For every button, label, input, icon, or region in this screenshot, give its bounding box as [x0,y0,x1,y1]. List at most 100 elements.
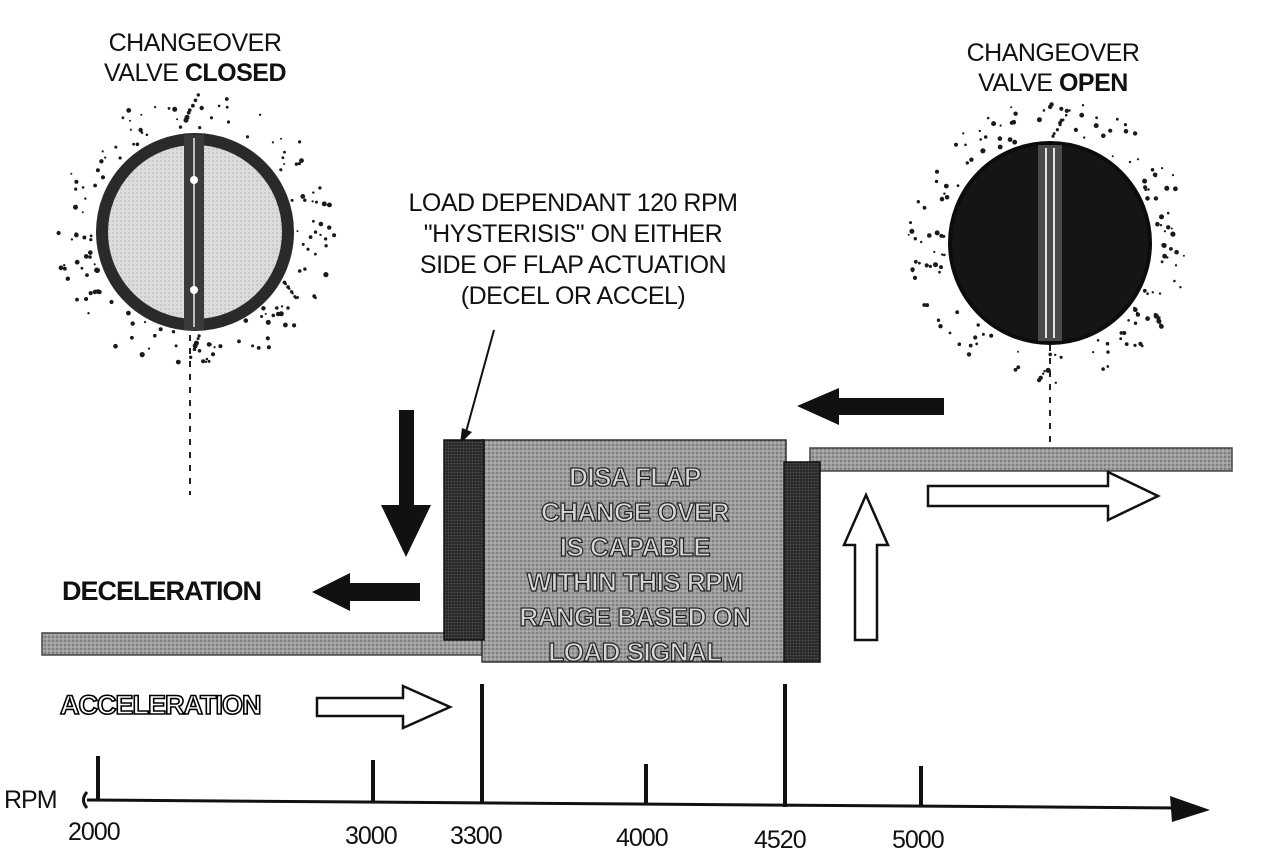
halo-dot [986,116,990,120]
halo-dot [1155,221,1160,227]
halo-dot [1013,111,1018,116]
halo-dot [314,296,317,300]
halo-dot [1054,381,1058,384]
halo-dot [266,345,271,350]
band-line5: RANGE BASED ON [519,601,752,632]
valve-closed-line2-prefix: VALVE [103,59,185,87]
halo-dot [74,259,80,265]
halo-dot [1059,106,1064,111]
halo-dot [188,108,192,112]
halo-dot [288,287,291,290]
band-line6: LOAD SIGNAL [548,636,723,667]
halo-dot [928,264,933,268]
halo-dot [1101,367,1105,371]
halo-dot [318,186,322,190]
halo-dot [938,270,941,274]
halo-dot [943,253,946,257]
halo-dot [927,233,932,238]
halo-dot [196,337,200,341]
halo-dot [1007,137,1013,143]
halo-dot [297,162,301,166]
halo-dot [326,203,330,207]
halo-dot [74,187,78,191]
halo-dot [154,106,157,109]
halo-dot [943,192,946,195]
halo-dot [922,303,927,307]
halo-dot [74,179,79,184]
halo-dot [84,197,87,200]
halo-dot [918,261,921,265]
halo-dot [1133,307,1138,313]
halo-dot [1115,117,1119,121]
halo-dot [1119,337,1123,341]
halo-dot [94,267,100,273]
halo-dot [284,282,288,286]
halo-dot [964,143,967,147]
hysteresis-note: LOAD DEPENDANT 120 RPM "HYSTERISIS" ON E… [378,188,768,312]
halo-dots-left [56,93,337,365]
halo-dot [118,156,122,160]
changeover-band-label: DISA FLAP CHANGE OVER IS CAPABLE WITHIN … [492,460,778,670]
halo-dot [271,141,274,144]
halo-dot [243,318,249,323]
hysteresis-pointer-line [465,329,495,433]
accel-up-arrow [842,491,890,642]
halo-dot [283,163,286,165]
accel-right-arrow [315,684,454,730]
halo-dot [933,250,936,253]
halo-dot [191,103,195,108]
halo-dot [145,133,149,137]
halo-dot [126,108,132,113]
halo-dot [280,137,283,140]
halo-dot [321,201,327,207]
halo-dot [981,332,985,336]
halo-dot [1036,117,1042,123]
halo-dot [954,142,958,147]
halo-dot [1111,155,1114,158]
halo-dot [1162,253,1167,259]
halo-dot [1166,256,1169,259]
halo-dot [1164,185,1170,191]
halo-dot [907,233,910,236]
valve-open-flap [1038,145,1062,341]
halo-dot [913,259,918,264]
halo-dot [280,305,284,308]
halo-dot [297,269,302,273]
hysteresis-line1: LOAD DEPENDANT 120 RPM [408,189,738,217]
halo-dot [934,179,939,184]
halo-dot [308,235,313,240]
halo-dot [1083,136,1086,139]
halo-dot [147,347,151,350]
halo-dot [129,119,131,122]
halo-dot [1179,286,1182,289]
rpm-axis-label: RPM [4,786,58,814]
halo-dot [1064,113,1068,117]
halo-dot [1173,186,1178,192]
halo-dot [979,138,982,141]
halo-dot [1170,227,1173,230]
halo-dot [1161,167,1164,170]
halo-dot [283,322,288,328]
halo-dot [189,355,193,359]
halo-dot [201,359,206,364]
halo-dot [1135,312,1141,317]
valve-closed-line1: CHANGEOVER [108,29,282,57]
halo-dot [978,129,981,133]
halo-dot [1016,365,1021,370]
valve-closed-graphic [56,93,337,495]
halo-dot [211,352,215,357]
halo-dot [100,175,106,180]
halo-dot [313,230,318,234]
halo-dot [63,266,67,271]
halo-dot [62,264,66,267]
halo-dot [88,291,93,296]
valve-closed-caption: CHANGEOVER VALVE CLOSED [60,28,330,88]
halo-dot [1146,292,1149,296]
halo-dot [1059,355,1063,359]
halo-dot [70,172,73,175]
halo-dot [966,352,972,357]
halo-dot [80,266,84,270]
halo-dot [1017,350,1019,353]
halo-dot [916,200,920,204]
halo-dot [1081,104,1085,107]
